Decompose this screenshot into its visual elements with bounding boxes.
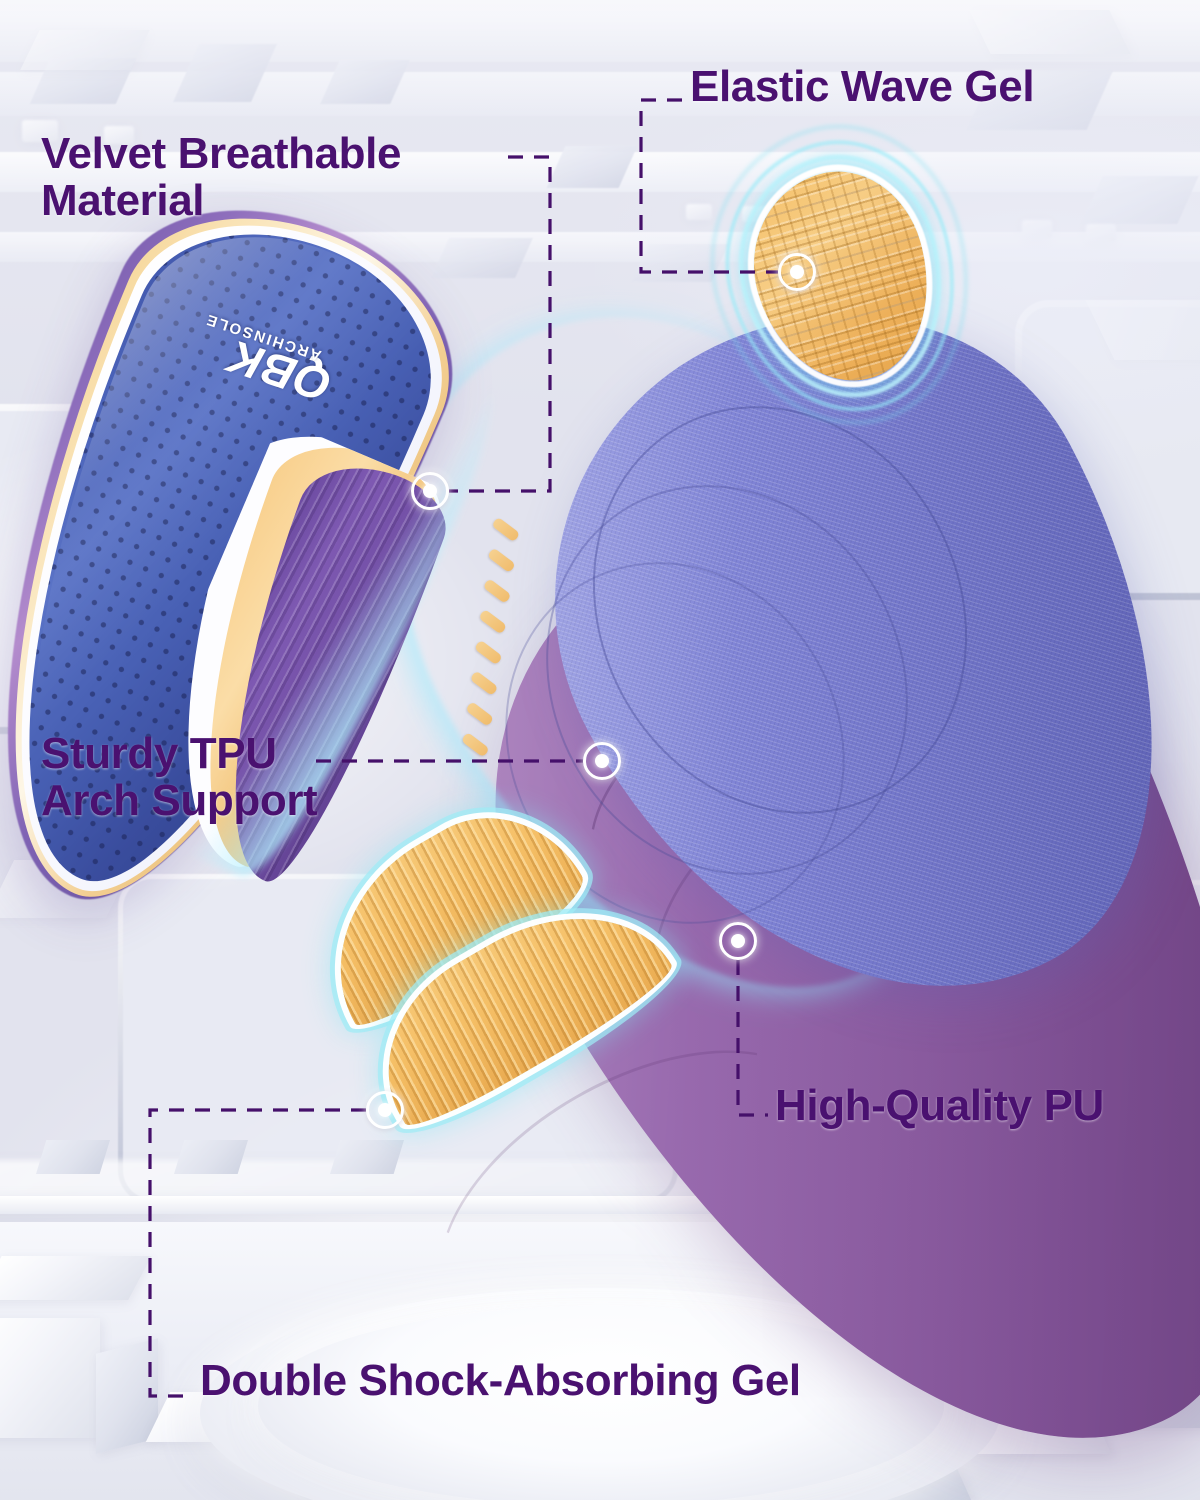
callout-label-double: Double Shock-Absorbing Gel — [200, 1356, 801, 1405]
marker-dot-icon — [378, 1103, 392, 1117]
callout-label-pu: High-Quality PU — [775, 1081, 1104, 1130]
marker-dot-icon — [423, 484, 437, 498]
marker-dot-icon — [790, 265, 804, 279]
callout-label-tpu: Sturdy TPU Arch Support — [41, 729, 318, 825]
marker-double[interactable] — [366, 1091, 404, 1129]
tpu-dash — [478, 608, 508, 635]
tpu-dash — [473, 639, 503, 666]
marker-dot-icon — [731, 934, 745, 948]
callout-label-velvet: Velvet Breathable Material — [41, 129, 402, 225]
marker-pu[interactable] — [719, 922, 757, 960]
marker-elastic[interactable] — [778, 253, 816, 291]
tpu-dash — [486, 547, 516, 574]
tpu-dash — [482, 578, 512, 604]
marker-velvet[interactable] — [411, 472, 449, 510]
callout-label-elastic: Elastic Wave Gel — [690, 62, 1035, 111]
marker-tpu[interactable] — [583, 742, 621, 780]
marker-dot-icon — [595, 754, 609, 768]
